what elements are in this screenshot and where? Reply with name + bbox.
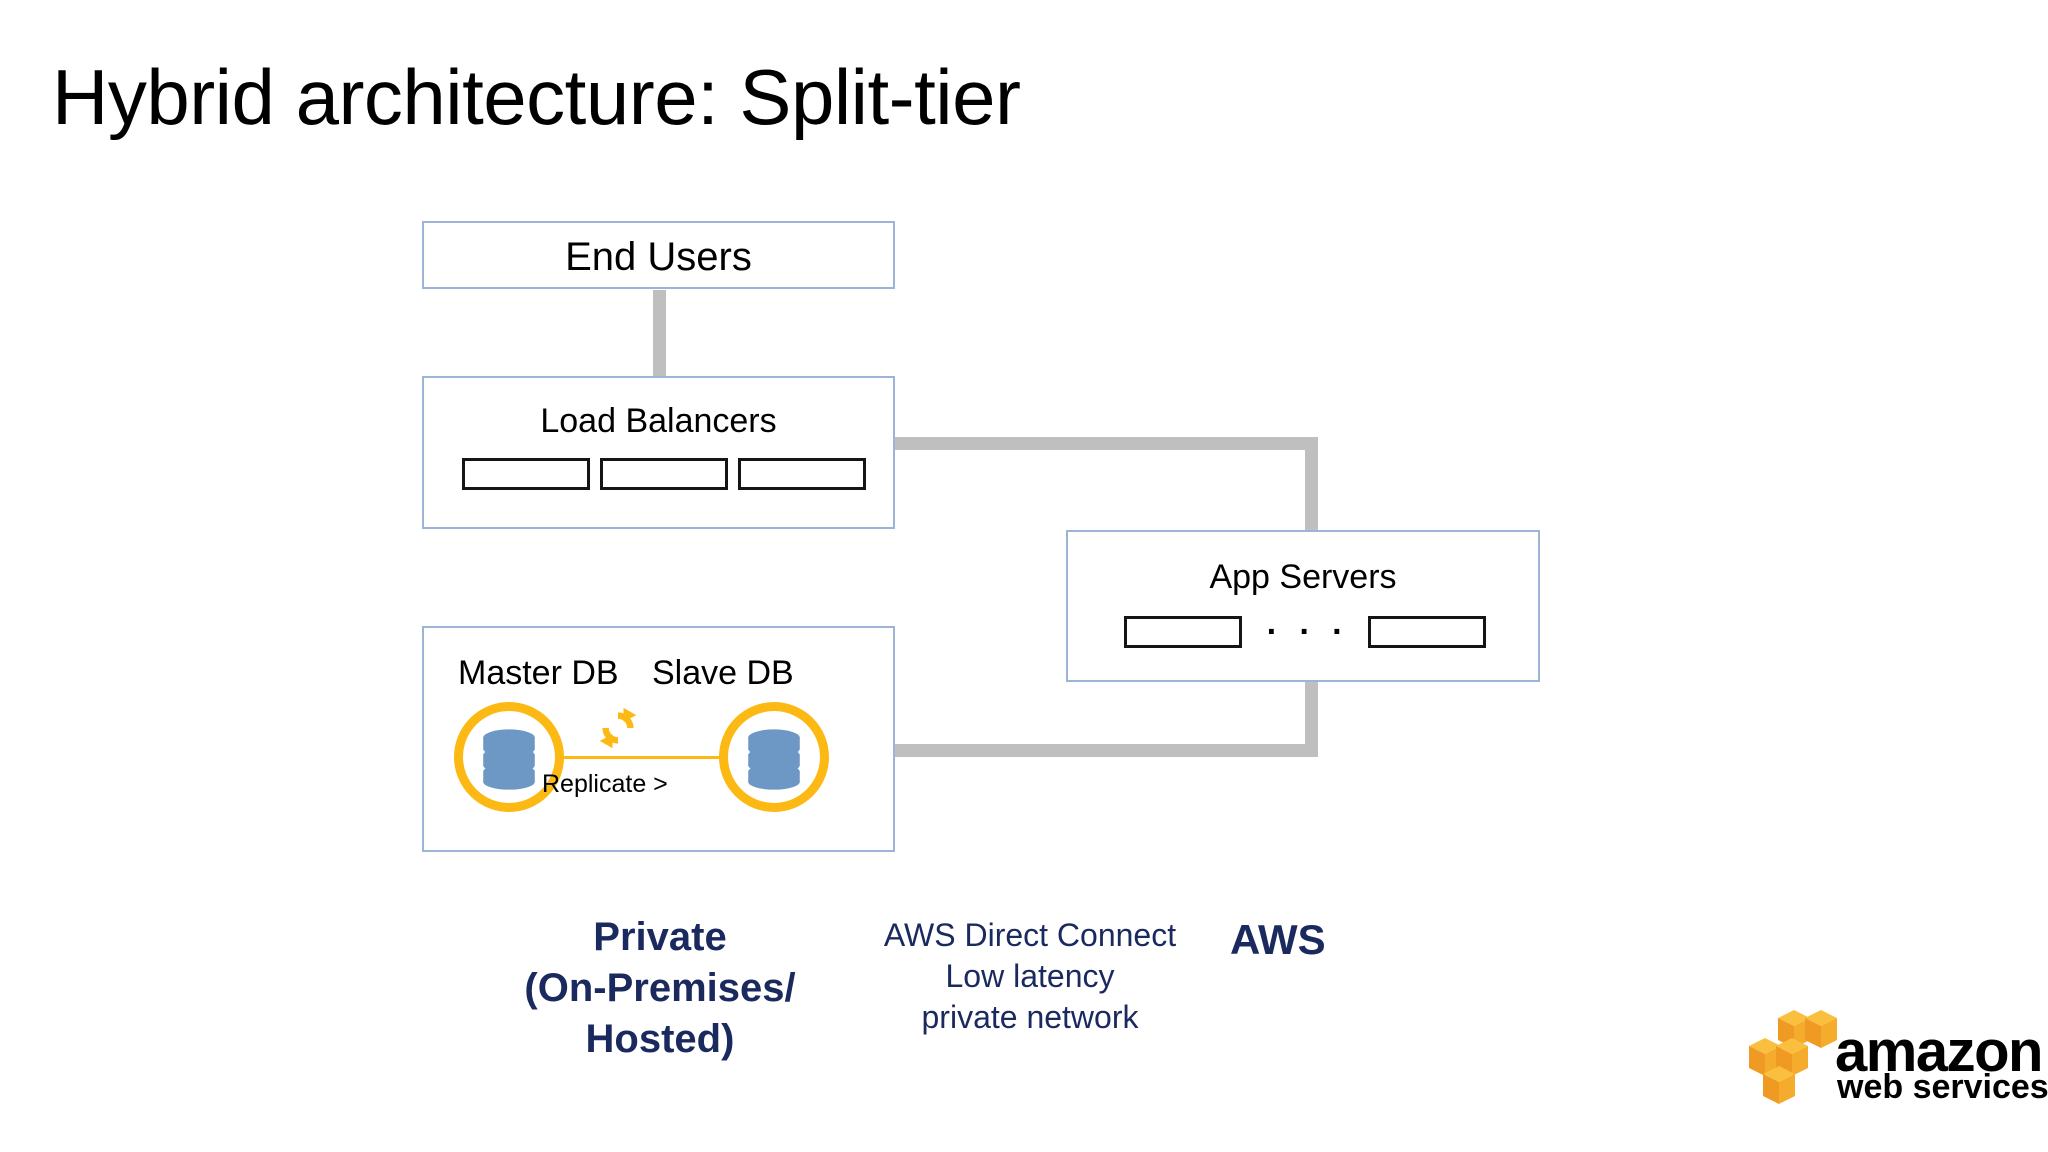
logo-wordmark-web-services: web services bbox=[1837, 1068, 2048, 1106]
master-db-icon[interactable] bbox=[454, 702, 564, 812]
connector-lb-to-appservers-vertical bbox=[1305, 437, 1318, 535]
app-server-unit-1[interactable] bbox=[1124, 616, 1242, 648]
caption-direct-connect: AWS Direct Connect Low latency private n… bbox=[883, 917, 1177, 1035]
load-balancer-unit-3[interactable] bbox=[738, 458, 866, 490]
app-server-unit-2[interactable] bbox=[1368, 616, 1486, 648]
logo-wordmark-amazon: amazon bbox=[1835, 1019, 2043, 1084]
caption-private-zone: Private (On-Premises/ Hosted) bbox=[524, 915, 796, 1062]
aws-cubes-icon bbox=[1745, 1010, 1860, 1114]
app-servers-label: App Servers bbox=[1209, 558, 1397, 596]
aws-logo: amazon web services bbox=[1745, 1000, 2048, 1114]
replicate-connector-line bbox=[546, 756, 738, 759]
connector-db-to-appservers-horizontal bbox=[895, 744, 1318, 757]
end-users-label: End Users bbox=[565, 235, 752, 279]
group-box-databases[interactable]: Master DB Slave DB bbox=[422, 626, 895, 852]
group-box-app-servers[interactable]: App Servers · · · bbox=[1066, 530, 1540, 682]
app-servers-ellipsis: · · · bbox=[1266, 612, 1350, 651]
page-title: Hybrid architecture: Split-tier bbox=[52, 53, 1021, 141]
connector-endusers-to-loadbalancers bbox=[653, 290, 666, 380]
master-db-label: Master DB bbox=[458, 654, 619, 692]
slave-db-label: Slave DB bbox=[652, 654, 794, 692]
group-box-load-balancers[interactable]: Load Balancers bbox=[422, 376, 895, 529]
load-balancer-unit-1[interactable] bbox=[462, 458, 590, 490]
load-balancers-label: Load Balancers bbox=[540, 402, 777, 440]
load-balancer-unit-2[interactable] bbox=[600, 458, 728, 490]
group-box-end-users[interactable]: End Users bbox=[422, 221, 895, 289]
sync-refresh-icon bbox=[596, 706, 640, 750]
slave-db-icon[interactable] bbox=[719, 702, 829, 812]
replicate-label: Replicate > bbox=[542, 770, 668, 798]
connector-lb-to-appservers-horizontal bbox=[895, 437, 1318, 450]
connector-db-to-appservers-vertical bbox=[1305, 682, 1318, 757]
caption-aws-zone: AWS bbox=[1230, 916, 1326, 963]
